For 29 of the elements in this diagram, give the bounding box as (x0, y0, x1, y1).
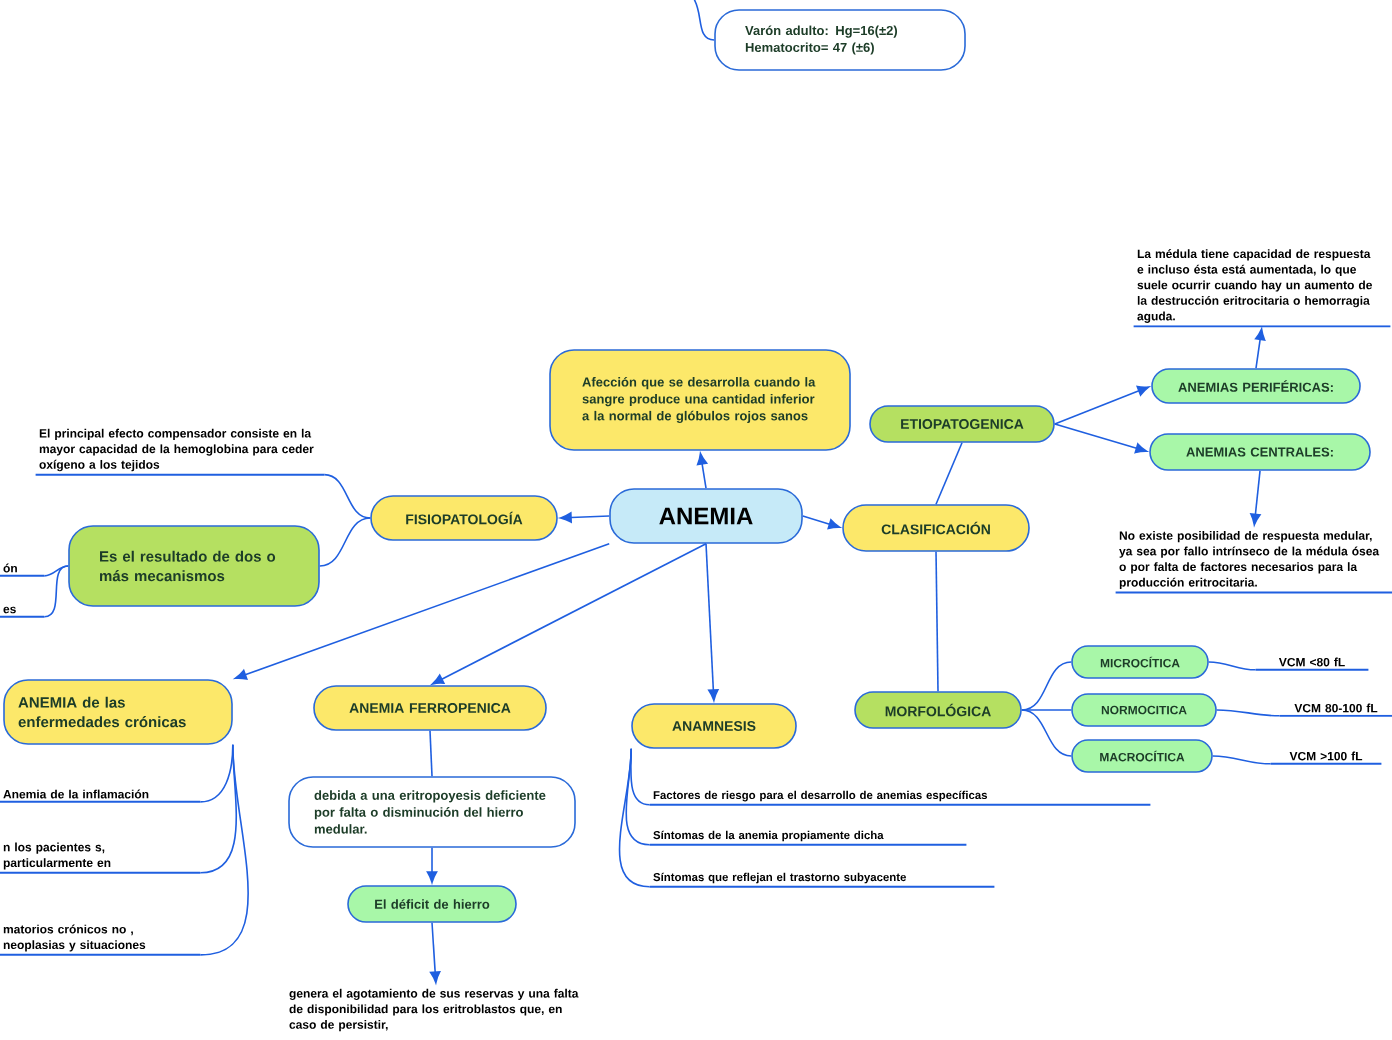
connector-line (618, 748, 651, 888)
arrow (426, 847, 438, 884)
connector-line (429, 730, 433, 777)
connector-line (1212, 755, 1272, 765)
connector-line (323, 473, 371, 519)
connector-line (319, 517, 371, 567)
arrow (559, 512, 610, 523)
connector-line (691, 0, 715, 41)
arrow (1254, 328, 1266, 369)
connector-line (1021, 709, 1072, 757)
connector-line (1021, 709, 1072, 711)
arrow (705, 543, 719, 702)
connector-line (1208, 661, 1257, 671)
connector-line (935, 551, 939, 692)
arrow (696, 452, 708, 489)
connector-line (43, 565, 69, 618)
central-topic-box: ANEMIA (609, 488, 803, 544)
arrow (1054, 385, 1150, 425)
arrow (431, 543, 707, 685)
arrow (802, 515, 841, 530)
connector-line (1216, 709, 1281, 717)
connector-line (43, 565, 69, 577)
connector-line (199, 744, 249, 956)
connector-line (935, 442, 963, 505)
arrow (1054, 423, 1148, 454)
arrow (1250, 470, 1261, 526)
connector-line (1021, 661, 1072, 711)
arrow (234, 543, 610, 680)
arrow (429, 922, 441, 984)
